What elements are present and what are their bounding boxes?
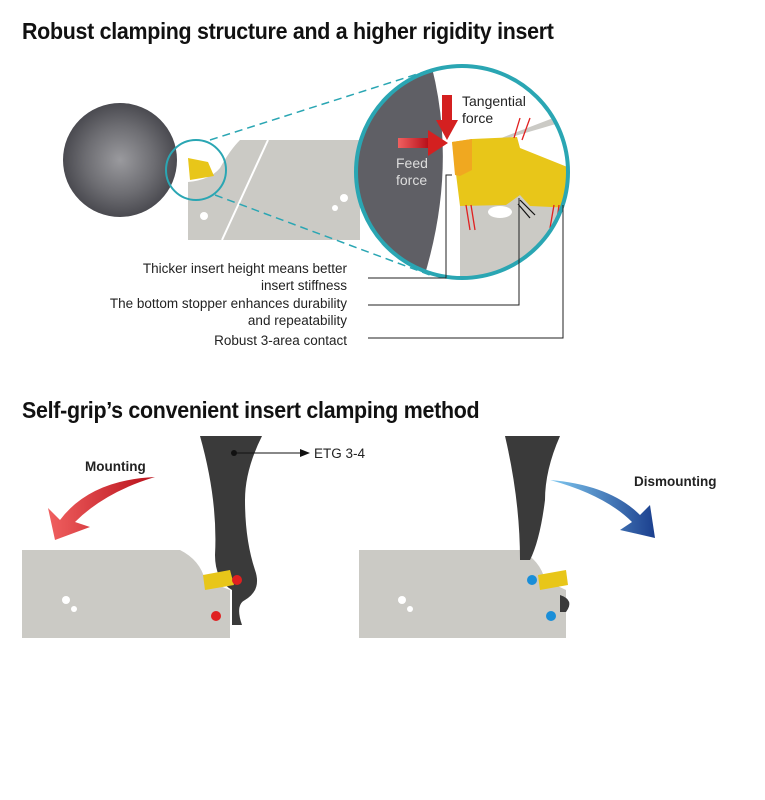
insert-large: [452, 137, 568, 208]
tool-label: ETG 3-4: [314, 446, 366, 461]
zoom-detail: [356, 66, 568, 278]
key-tool-right: [505, 436, 560, 560]
holder-left: [22, 550, 230, 638]
holder-right: [359, 550, 566, 638]
key-tool-left: [200, 436, 262, 625]
section1-title: Robust clamping structure and a higher r…: [22, 18, 554, 44]
insert-right: [538, 570, 568, 590]
mounting-label: Mounting: [85, 459, 146, 474]
holder-blade: [188, 140, 360, 240]
zoom-source-ring: [165, 139, 227, 201]
insert-small: [188, 158, 214, 180]
section2-title: Self-grip’s convenient insert clamping m…: [22, 397, 480, 423]
mounting-arrow: [48, 477, 155, 540]
workpiece-disc: [63, 103, 177, 217]
dismounting-arrow: [550, 480, 655, 538]
callout-3-area-contact: Robust 3-area contact: [214, 333, 347, 348]
zoom-ring: [354, 64, 570, 280]
dismounting-label: Dismounting: [634, 474, 717, 489]
insert-left: [203, 570, 234, 590]
